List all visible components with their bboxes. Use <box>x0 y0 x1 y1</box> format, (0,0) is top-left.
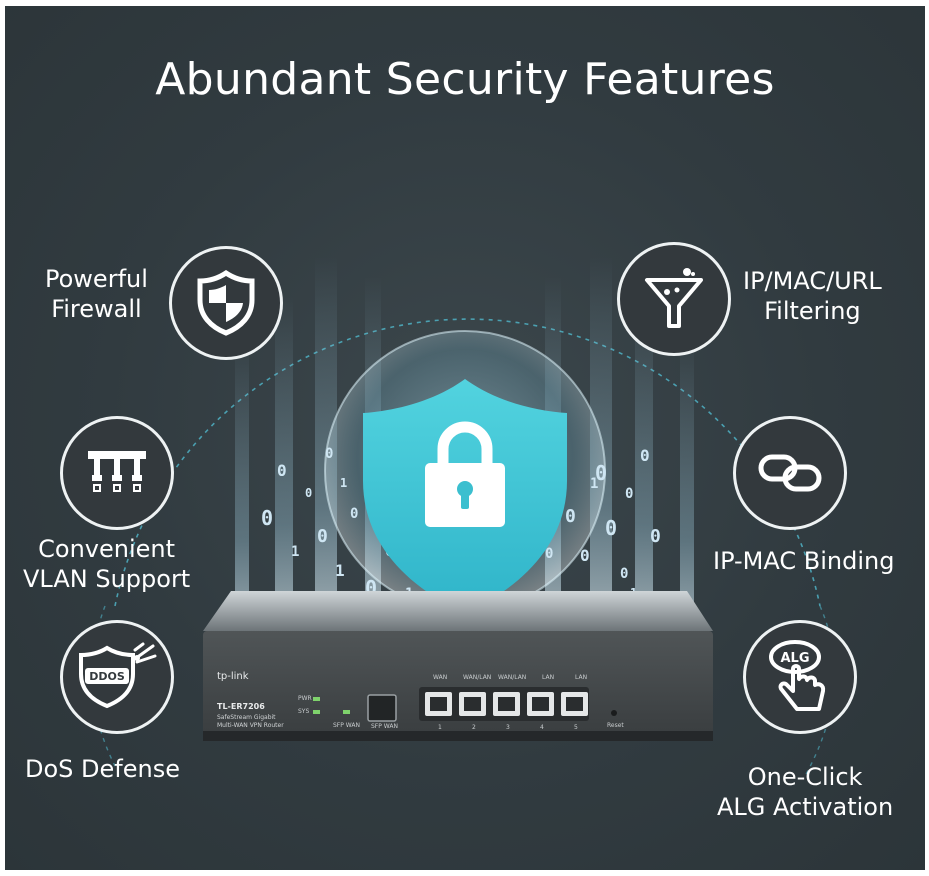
port-number-2: 2 <box>472 724 476 731</box>
port-number-5: 5 <box>574 724 578 731</box>
feature-panel: Abundant Security Features 0 0 1 <box>5 6 925 870</box>
port-number-4: 4 <box>540 724 544 731</box>
sfp-wan-port-label: SFP WAN <box>371 723 398 730</box>
port-number-3: 3 <box>506 724 510 731</box>
port-label-1: WAN <box>433 674 448 681</box>
vlan-icon <box>88 451 146 492</box>
led-pwr-label: PWR <box>298 695 312 702</box>
filter-icon <box>645 268 703 328</box>
shield-icon <box>197 270 255 336</box>
feature-label-firewall: Powerful Firewall <box>45 265 148 323</box>
sfp-wan-led-label: SFP WAN <box>333 722 360 729</box>
port-label-4: LAN <box>542 674 555 681</box>
alg-badge: ALG <box>743 620 857 734</box>
feature-label-alg: One-Click ALG Activation <box>717 763 894 821</box>
ddos-badge-text: DDOS <box>89 670 125 683</box>
port-number-1: 1 <box>438 724 442 731</box>
feature-label-filtering: IP/MAC/URL Filtering <box>743 267 882 325</box>
port-label-2: WAN/LAN <box>463 674 492 681</box>
firewall-badge <box>169 246 283 360</box>
chain-link-icon <box>758 454 822 492</box>
router-desc-1: SafeStream Gigabit <box>217 714 276 721</box>
router-model: TL-ER7206 <box>217 702 265 711</box>
vlan-badge <box>60 416 174 530</box>
port-label-5: LAN <box>575 674 588 681</box>
filtering-badge <box>617 242 731 356</box>
security-shield-icon <box>363 379 567 613</box>
ddos-shield-icon: DDOS <box>79 642 157 709</box>
dos-badge: DDOS <box>60 620 174 734</box>
feature-label-dos: DoS Defense <box>25 755 180 783</box>
led-sys-label: SYS <box>298 708 310 715</box>
port-label-3: WAN/LAN <box>498 674 527 681</box>
alg-badge-text: ALG <box>780 651 809 666</box>
router-desc-2: Multi-WAN VPN Router <box>217 722 284 729</box>
feature-label-binding: IP-MAC Binding <box>713 547 895 575</box>
reset-label: Reset <box>607 722 624 729</box>
router-device <box>203 591 713 741</box>
page-title: Abundant Security Features <box>155 54 775 105</box>
feature-label-vlan: Convenient VLAN Support <box>23 535 191 593</box>
binding-badge <box>733 416 847 530</box>
alg-touch-icon: ALG <box>769 640 826 711</box>
router-brand: tp-link <box>217 671 249 682</box>
